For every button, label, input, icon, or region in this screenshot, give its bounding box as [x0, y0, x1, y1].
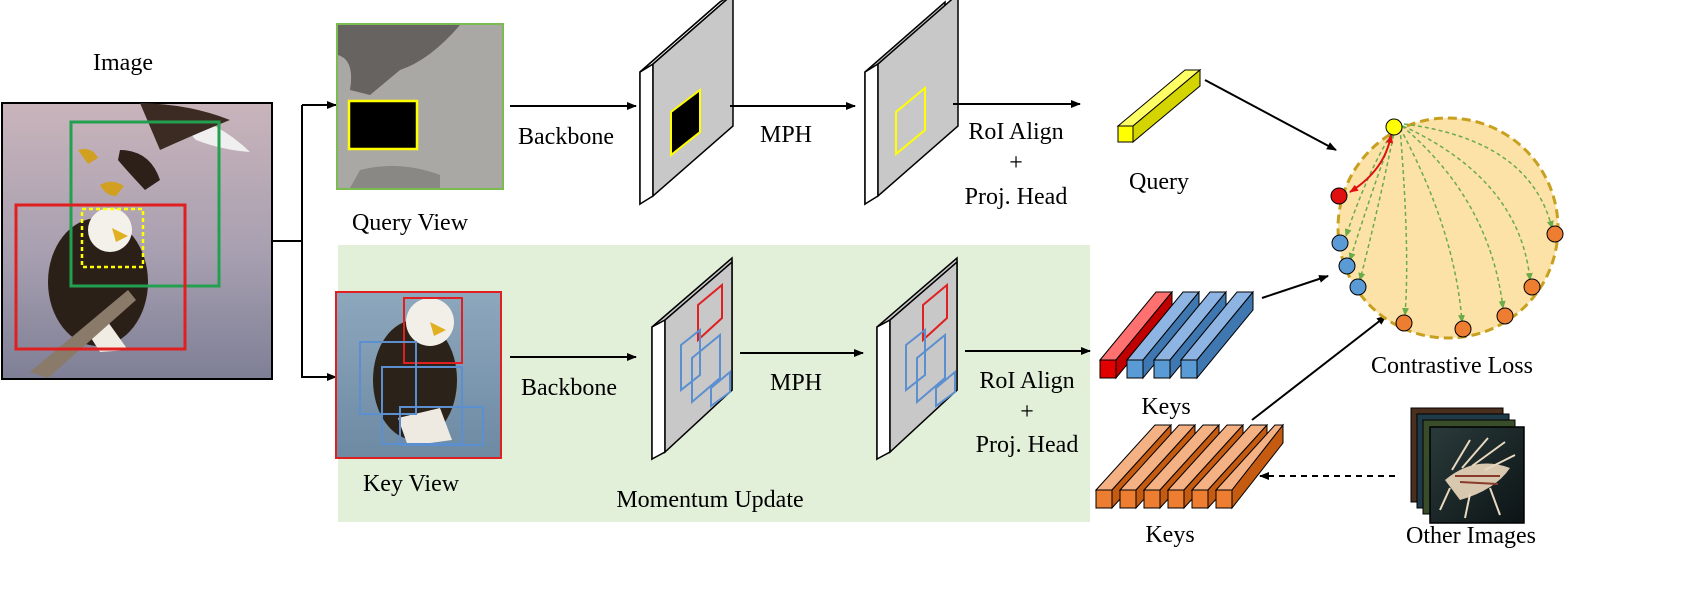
bottom-mph-featuremap: [876, 256, 958, 461]
negative-point-blue: [1331, 234, 1349, 252]
top-mph-featuremap: [864, 0, 959, 206]
roi-label-top-1: RoI Align: [968, 119, 1063, 145]
key-view-image: [335, 291, 502, 459]
mph-label-bottom: MPH: [770, 370, 822, 396]
key-roi-blue-3: [399, 406, 484, 446]
key-crop-box: [14, 203, 187, 351]
query-roi-box: [347, 99, 419, 151]
momentum-update-label: Momentum Update: [616, 487, 803, 513]
roi-label-bottom-3: Proj. Head: [976, 432, 1079, 458]
keys-label-blue: Keys: [1141, 394, 1190, 420]
other-images-stack: [1410, 407, 1525, 524]
arrow-query-loss: [1204, 79, 1337, 151]
negative-point-orange: [1454, 320, 1472, 338]
positive-point: [1330, 187, 1348, 205]
query-view-label: Query View: [352, 210, 469, 236]
mph-label-top: MPH: [760, 122, 812, 148]
key-vectors-current: [1098, 290, 1255, 380]
roi-label-top-3: Proj. Head: [965, 184, 1068, 210]
arrow-keys-loss: [1261, 275, 1329, 299]
negative-point-blue: [1349, 278, 1367, 296]
roi-label-bottom-2: +: [1020, 399, 1034, 425]
negative-point-orange: [1496, 307, 1514, 325]
arrow-queue-loss: [1251, 315, 1387, 421]
object-box-dotted: [80, 207, 145, 269]
other-images-label: Other Images: [1406, 523, 1536, 549]
contrastive-loss-sphere: [1330, 116, 1564, 340]
contrastive-loss-label: Contrastive Loss: [1371, 353, 1533, 379]
query-point: [1385, 118, 1403, 136]
key-vectors-queue: [1094, 423, 1285, 510]
negative-point-orange: [1523, 278, 1541, 296]
original-image: [1, 102, 273, 380]
roi-label-bottom-1: RoI Align: [979, 368, 1074, 394]
key-roi-blue-1: [359, 341, 417, 415]
bottom-backbone-featuremap: [651, 256, 733, 461]
negative-point-orange: [1546, 225, 1564, 243]
negative-point-orange: [1395, 314, 1413, 332]
query-vector: [1116, 68, 1202, 144]
query-label: Query: [1129, 169, 1189, 195]
roi-label-top-2: +: [1009, 150, 1023, 176]
split-connector: [272, 105, 303, 242]
backbone-label-top: Backbone: [518, 124, 614, 150]
image-label: Image: [93, 50, 153, 76]
query-view-image: [336, 23, 504, 190]
keys-label-orange: Keys: [1145, 522, 1194, 548]
key-view-label: Key View: [363, 471, 460, 497]
backbone-label-bottom: Backbone: [521, 375, 617, 401]
split-arrow-bottom: [301, 241, 337, 381]
key-roi-red: [403, 297, 463, 364]
top-backbone-featuremap: [639, 0, 734, 206]
negative-point-blue: [1338, 257, 1356, 275]
